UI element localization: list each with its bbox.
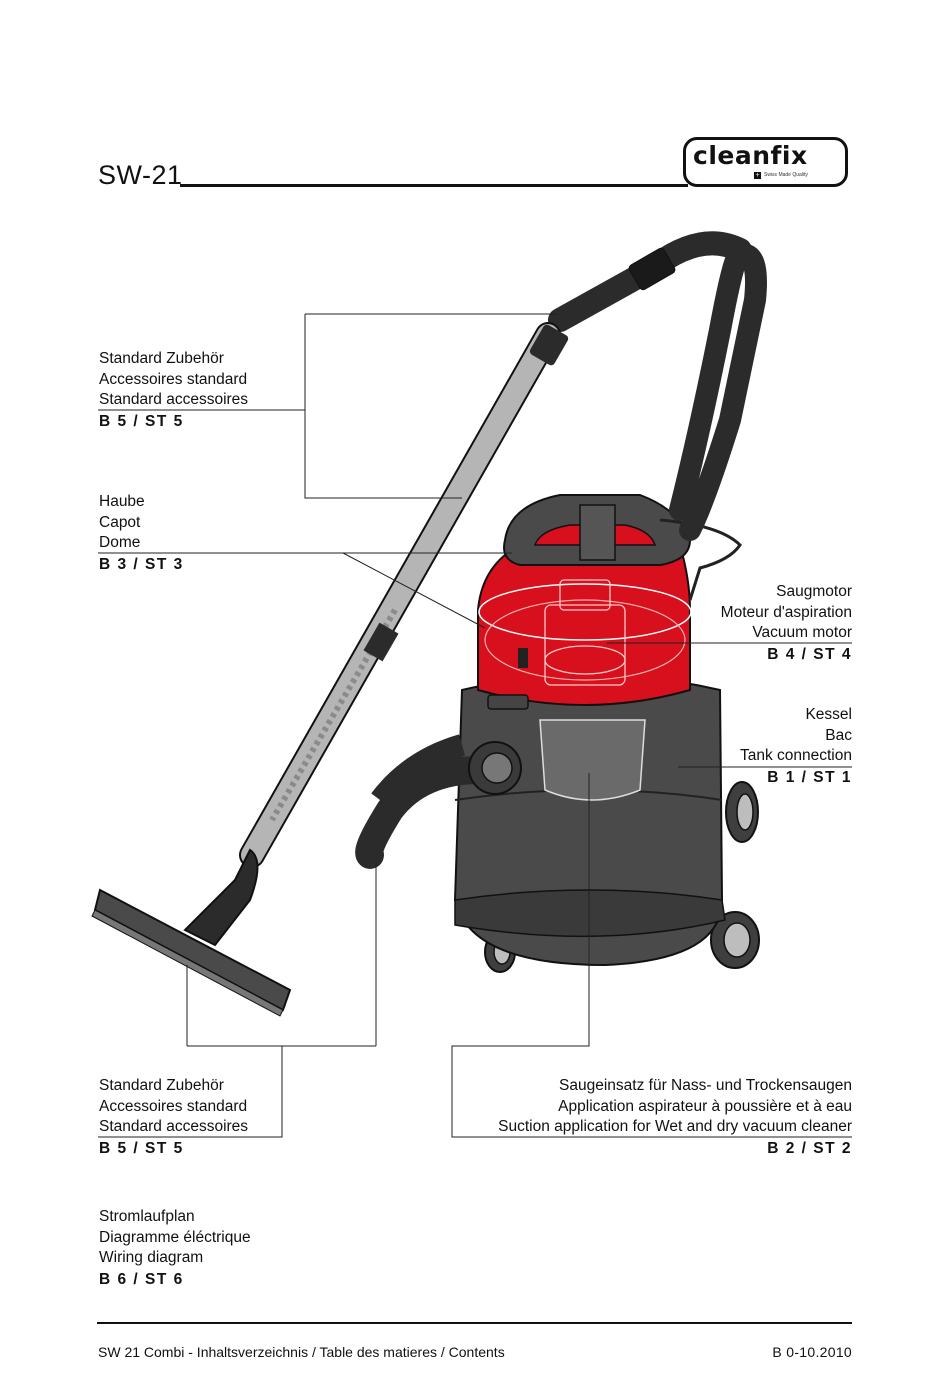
title-rule [180,184,688,187]
label-fr: Accessoires standard [99,1097,248,1115]
callout-suction-insert[interactable]: Saugeinsatz für Nass- und Trockensaugen … [498,1076,852,1160]
section-code: B 3 / ST 3 [99,556,184,574]
label-en: Standard accessoires [99,391,249,409]
section-code: B 4 / ST 4 [767,646,852,664]
label-fr: Capot [99,513,141,531]
section-code: B 6 / ST 6 [99,1271,184,1289]
callout-hood[interactable]: Haube Capot Dome B 3 / ST 3 [99,492,184,576]
label-de: Kessel [805,706,852,723]
footer-doc-code: B 0-10.2010 [772,1344,852,1360]
callout-motor[interactable]: Saugmotor Moteur d'aspiration Vacuum mot… [721,582,852,666]
label-en: Standard accessoires [99,1118,249,1136]
swiss-cross-icon: + [754,172,761,179]
suction-tube [239,322,569,868]
label-en: Suction application for Wet and dry vacu… [498,1118,852,1136]
footer-rule [97,1322,852,1324]
brand-tagline: Swiss Made Quality [764,172,808,178]
callout-wiring[interactable]: Stromlaufplan Diagramme éléctrique Wirin… [99,1207,251,1291]
callout-accessories-bottom[interactable]: Standard Zubehör Accessoires standard St… [99,1076,248,1160]
label-fr: Accessoires standard [99,370,248,388]
section-code: B 1 / ST 1 [767,769,852,787]
label-de: Stromlaufplan [99,1208,195,1225]
label-fr: Moteur d'aspiration [720,603,852,621]
tank-body [453,674,726,967]
section-code: B 2 / ST 2 [767,1140,852,1158]
hood-top-handle [503,494,692,566]
label-de: Saugmotor [776,583,852,600]
suction-hose [355,231,767,869]
label-de: Saugeinsatz für Nass- und Trockensaugen [559,1077,852,1094]
label-fr: Application aspirateur à poussière et à … [558,1097,852,1115]
section-code: B 5 / ST 5 [99,1140,184,1158]
brand-logo: cleanfix [693,141,808,170]
label-fr: Diagramme éléctrique [99,1228,251,1246]
label-en: Vacuum motor [752,624,852,642]
vacuum-motor [544,579,626,686]
floor-nozzle [91,848,292,1017]
callout-leader-lines [98,313,852,1138]
label-en: Wiring diagram [99,1249,204,1267]
label-de: Standard Zubehör [99,350,224,367]
label-fr: Bac [825,726,852,744]
label-en: Dome [99,534,141,552]
callout-accessories-top[interactable]: Standard Zubehör Accessoires standard St… [99,349,248,433]
section-code: B 5 / ST 5 [99,413,184,431]
label-de: Standard Zubehör [99,1077,224,1094]
label-de: Haube [99,493,145,510]
brand-logo-frame [683,137,848,187]
model-title: SW-21 [98,160,183,190]
label-en: Tank connection [739,747,852,765]
callout-tank[interactable]: Kessel Bac Tank connection B 1 / ST 1 [740,705,852,789]
footer-title: SW 21 Combi - Inhaltsverzeichnis / Table… [98,1344,505,1360]
